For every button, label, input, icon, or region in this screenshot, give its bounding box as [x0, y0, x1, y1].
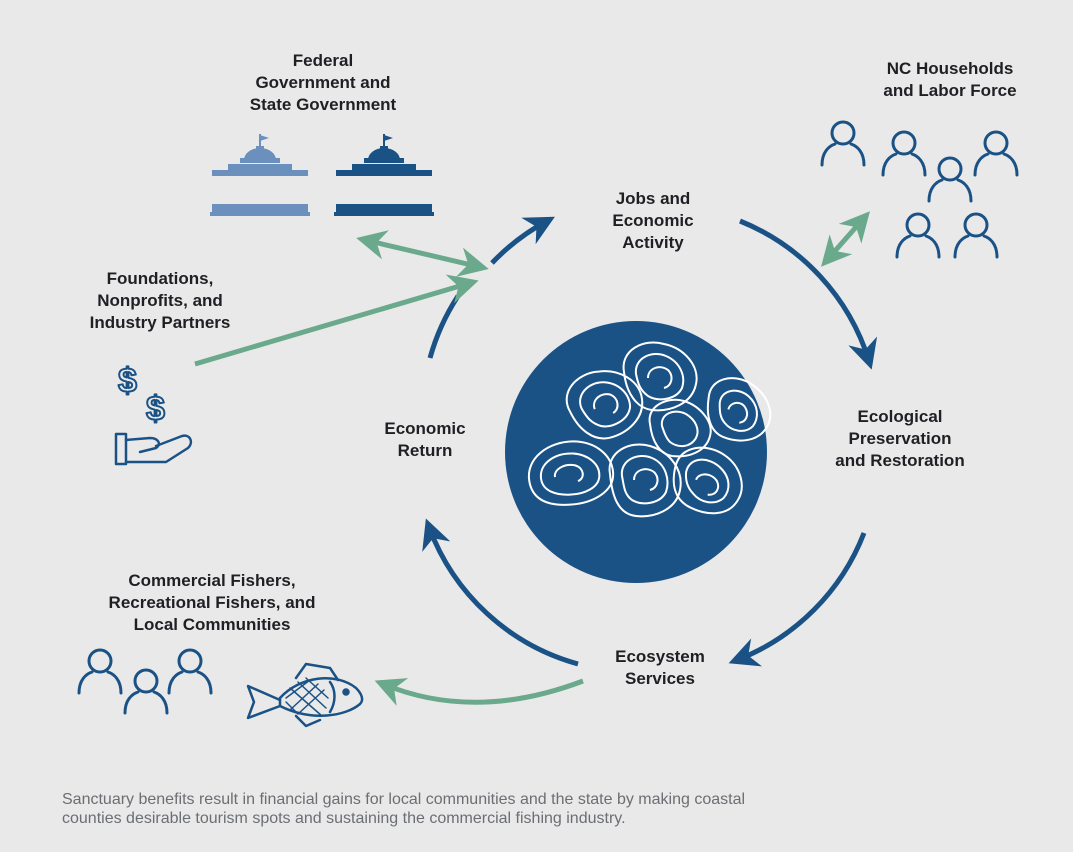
fishers-icons — [77, 648, 213, 715]
ecosystem-label: Ecosystem Services — [615, 647, 705, 688]
households-icons — [820, 120, 1019, 259]
person-icon — [167, 648, 213, 695]
arrow-foundations-jobs — [194, 274, 479, 367]
oyster-circle — [505, 321, 767, 583]
person-icon — [927, 156, 973, 203]
person-icon — [973, 130, 1019, 177]
arrow-ecosystem-fishers — [374, 678, 584, 706]
cycle-arrows — [422, 216, 878, 667]
money-hand-icon: $ $ — [114, 361, 193, 466]
oyster-cluster-icon — [527, 341, 772, 518]
arrow-return-upper — [427, 294, 461, 359]
person-icon — [881, 130, 927, 177]
svg-text:$: $ — [146, 390, 165, 428]
person-icon — [895, 212, 941, 259]
government-label: Federal Government and State Government — [249, 51, 397, 114]
person-icon — [123, 668, 169, 715]
households-label: NC Households and Labor Force — [883, 59, 1017, 100]
capitol-building-icon — [210, 134, 310, 216]
arrow-ecological-to-ecosystem — [728, 532, 867, 667]
jobs-label: Jobs and Economic Activity — [612, 189, 694, 252]
person-icon — [953, 212, 999, 259]
person-icon — [77, 648, 123, 695]
arrow-jobs-to-ecological — [739, 218, 878, 370]
fish-icon — [246, 662, 364, 728]
arrow-government-jobs — [356, 230, 489, 277]
figure-caption: Sanctuary benefits result in financial g… — [62, 791, 746, 827]
fishers-label: Commercial Fishers, Recreational Fishers… — [108, 571, 316, 634]
arrow-return-to-jobs — [490, 216, 555, 265]
capitol-building-icon — [334, 134, 434, 216]
svg-text:$: $ — [118, 362, 137, 400]
foundations-label: Foundations, Nonprofits, and Industry Pa… — [89, 269, 231, 332]
ecological-label: Ecological Preservation and Restoration — [835, 407, 965, 470]
economic-return-label: Economic Return — [384, 419, 466, 460]
arrow-ecosystem-to-return — [422, 518, 579, 667]
arrow-households-jobs — [821, 211, 870, 267]
person-icon — [820, 120, 866, 167]
stakeholder-arrows — [194, 211, 870, 706]
